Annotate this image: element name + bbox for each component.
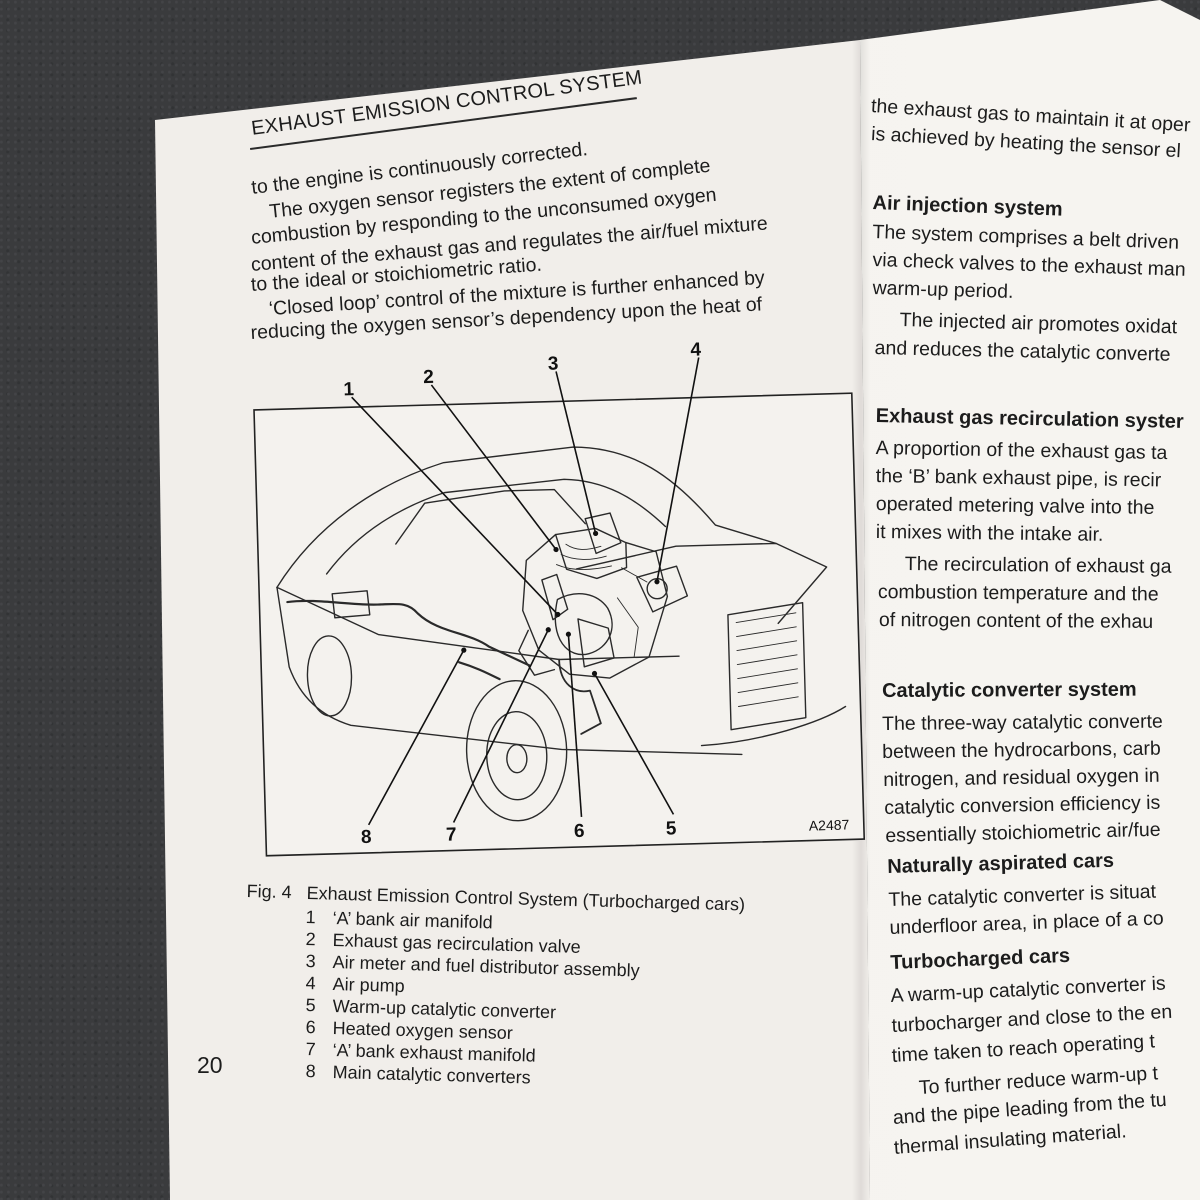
- egr-line-5: The recirculation of exhaust ga: [904, 552, 1172, 578]
- callout-8: 8: [361, 827, 372, 848]
- legend-num-4: 4: [305, 972, 316, 994]
- callout-5: 5: [666, 818, 678, 839]
- legend-text-4: Air pump: [332, 973, 405, 997]
- callout-6: 6: [574, 821, 585, 842]
- callout-labels: 1 2 3 4 5 6 7 8: [343, 339, 702, 848]
- legend-num-5: 5: [305, 994, 316, 1016]
- legend-num-6: 6: [305, 1016, 316, 1038]
- page-number: 20: [197, 1052, 223, 1078]
- leader-lines: [351, 357, 700, 826]
- figure-exhaust-system: 1 2 3 4 5 6 7 8 A2487: [250, 321, 868, 858]
- figure-frame: [253, 392, 866, 857]
- heading-catalytic-converter: Catalytic converter system: [882, 678, 1137, 702]
- book-gutter: [852, 40, 870, 1200]
- car-illustration: [276, 446, 847, 822]
- cat-line-1: The three-way catalytic converte: [882, 710, 1163, 735]
- legend-num-1: 1: [305, 906, 316, 928]
- legend-num-8: 8: [305, 1060, 316, 1082]
- figure-label: Fig. 4: [246, 880, 292, 903]
- callout-2: 2: [423, 367, 434, 388]
- egr-line-4: it mixes with the intake air.: [875, 520, 1104, 546]
- figure-code: A2487: [809, 816, 850, 833]
- callout-4: 4: [690, 339, 702, 360]
- air-line-3: warm-up period.: [872, 276, 1014, 303]
- egr-line-6: combustion temperature and the: [877, 580, 1159, 606]
- egr-line-7: of nitrogen content of the exhau: [878, 608, 1154, 633]
- figure-svg: 1 2 3 4 5 6 7 8 A2487: [253, 339, 866, 857]
- callout-3: 3: [548, 353, 559, 374]
- egr-line-3: operated metering valve into the: [875, 492, 1155, 519]
- callout-1: 1: [343, 379, 355, 400]
- legend-num-2: 2: [305, 928, 316, 950]
- legend-num-7: 7: [305, 1038, 316, 1060]
- callout-7: 7: [446, 824, 457, 845]
- legend-num-3: 3: [305, 950, 316, 972]
- leader-dots: [461, 530, 660, 677]
